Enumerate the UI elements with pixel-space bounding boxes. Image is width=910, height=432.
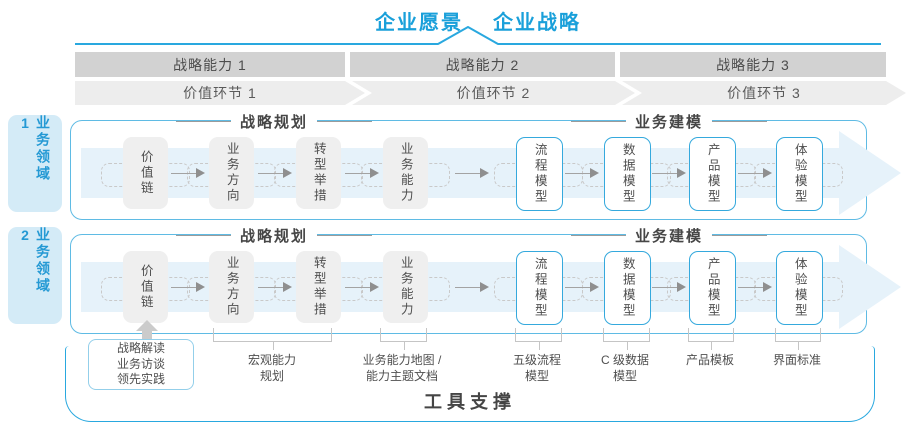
title-vision: 企业愿景 — [375, 12, 463, 34]
bracket-stem — [272, 341, 274, 350]
header-rule-right — [712, 120, 768, 122]
right-arrow-icon — [345, 168, 379, 178]
right-arrow-icon — [258, 282, 292, 292]
planning-header: 战略规划 — [175, 110, 373, 132]
modeling-header: 业务建模 — [570, 224, 768, 246]
strategy-insight-box: 战略解读 业务访谈 领先实践 — [88, 339, 194, 390]
right-arrow-icon — [258, 168, 292, 178]
annotation-ui-standard: 界面标准 — [772, 353, 822, 367]
bracket — [688, 328, 734, 350]
right-arrow-icon — [738, 168, 772, 178]
planning-header-label: 战略规划 — [230, 224, 318, 246]
process-model-box: 流程模型 — [516, 251, 563, 325]
up-arrow-icon — [136, 320, 158, 331]
annotation-product-template: 产品模板 — [685, 353, 735, 367]
bracket-stem — [798, 341, 799, 350]
strategic-capability-2: 战略能力 2 — [350, 52, 615, 77]
domain-1-lane: 战略规划 业务建模 价值链 业务方向 转型举措 业务能力 流程模型 数据模型 产… — [70, 110, 901, 220]
header-rule-left — [570, 120, 626, 122]
flow-arrow-head — [839, 245, 901, 329]
modeling-header-label: 业务建模 — [625, 224, 713, 246]
strategic-capability-3: 战略能力 3 — [620, 52, 886, 77]
caret-up-icon — [437, 26, 499, 45]
flow-arrow-head — [839, 131, 901, 215]
annotation-macro-capability: 宏观能力 规划 — [247, 353, 297, 384]
header-rule-left — [175, 234, 231, 236]
tool-support-label: 工具支撑 — [424, 392, 516, 412]
bracket — [380, 328, 427, 350]
header-rule-right — [317, 234, 373, 236]
data-model-box: 数据模型 — [604, 251, 651, 325]
bracket — [775, 328, 821, 350]
up-arrow-stem — [142, 330, 152, 339]
header-rule-left — [570, 234, 626, 236]
bracket — [515, 328, 562, 350]
business-capability-box: 业务能力 — [383, 251, 428, 323]
annotation-c-level-data-model: C 级数据 模型 — [600, 353, 650, 384]
bracket-stem — [626, 341, 628, 350]
page-title: 企业愿景 企业战略 — [375, 6, 581, 35]
header-rule-right — [712, 234, 768, 236]
value-link-2: 价值环节 2 — [352, 81, 635, 105]
transformation-initiative-box: 转型举措 — [296, 251, 341, 323]
bracket-stem — [403, 341, 405, 350]
business-direction-box: 业务方向 — [209, 251, 254, 323]
right-arrow-icon — [171, 168, 205, 178]
planning-header-label: 战略规划 — [230, 110, 318, 132]
bracket-stem — [711, 341, 712, 350]
annotation-l5-process-model: 五级流程 模型 — [512, 353, 562, 384]
right-arrow-icon — [652, 168, 686, 178]
strategic-capability-1: 战略能力 1 — [75, 52, 345, 77]
value-link-3: 价值环节 3 — [622, 81, 906, 105]
process-model-box: 流程模型 — [516, 137, 563, 211]
value-chain-box: 价值链 — [123, 137, 168, 209]
transformation-initiative-box: 转型举措 — [296, 137, 341, 209]
annotation-capability-map: 业务能力地图 / 能力主题文档 — [362, 353, 442, 384]
experience-model-box: 体验模型 — [776, 251, 823, 325]
business-domain-2: 业务领域 2 — [8, 227, 62, 324]
product-model-box: 产品模型 — [689, 137, 736, 211]
domain-2-lane: 战略规划 业务建模 价值链 业务方向 转型举措 业务能力 流程模型 数据模型 产… — [70, 224, 901, 334]
business-direction-box: 业务方向 — [209, 137, 254, 209]
value-chain-box: 价值链 — [123, 251, 168, 323]
tool-support-container: 工具支撑 — [65, 346, 875, 422]
business-domain-1: 业务领域 1 — [8, 115, 62, 212]
data-model-box: 数据模型 — [604, 137, 651, 211]
right-arrow-icon — [565, 168, 599, 178]
bracket — [603, 328, 650, 350]
experience-model-box: 体验模型 — [776, 137, 823, 211]
right-arrow-icon — [455, 282, 489, 292]
bracket — [213, 328, 332, 350]
header-rule-left — [175, 120, 231, 122]
title-strategy: 企业战略 — [493, 12, 581, 34]
modeling-header-label: 业务建模 — [625, 110, 713, 132]
bracket-stem — [538, 341, 540, 350]
value-link-1: 价值环节 1 — [75, 81, 365, 105]
planning-header: 战略规划 — [175, 224, 373, 246]
right-arrow-icon — [345, 282, 379, 292]
right-arrow-icon — [171, 282, 205, 292]
business-capability-box: 业务能力 — [383, 137, 428, 209]
right-arrow-icon — [652, 282, 686, 292]
header-rule-right — [317, 120, 373, 122]
right-arrow-icon — [455, 168, 489, 178]
modeling-header: 业务建模 — [570, 110, 768, 132]
right-arrow-icon — [738, 282, 772, 292]
right-arrow-icon — [565, 282, 599, 292]
product-model-box: 产品模型 — [689, 251, 736, 325]
